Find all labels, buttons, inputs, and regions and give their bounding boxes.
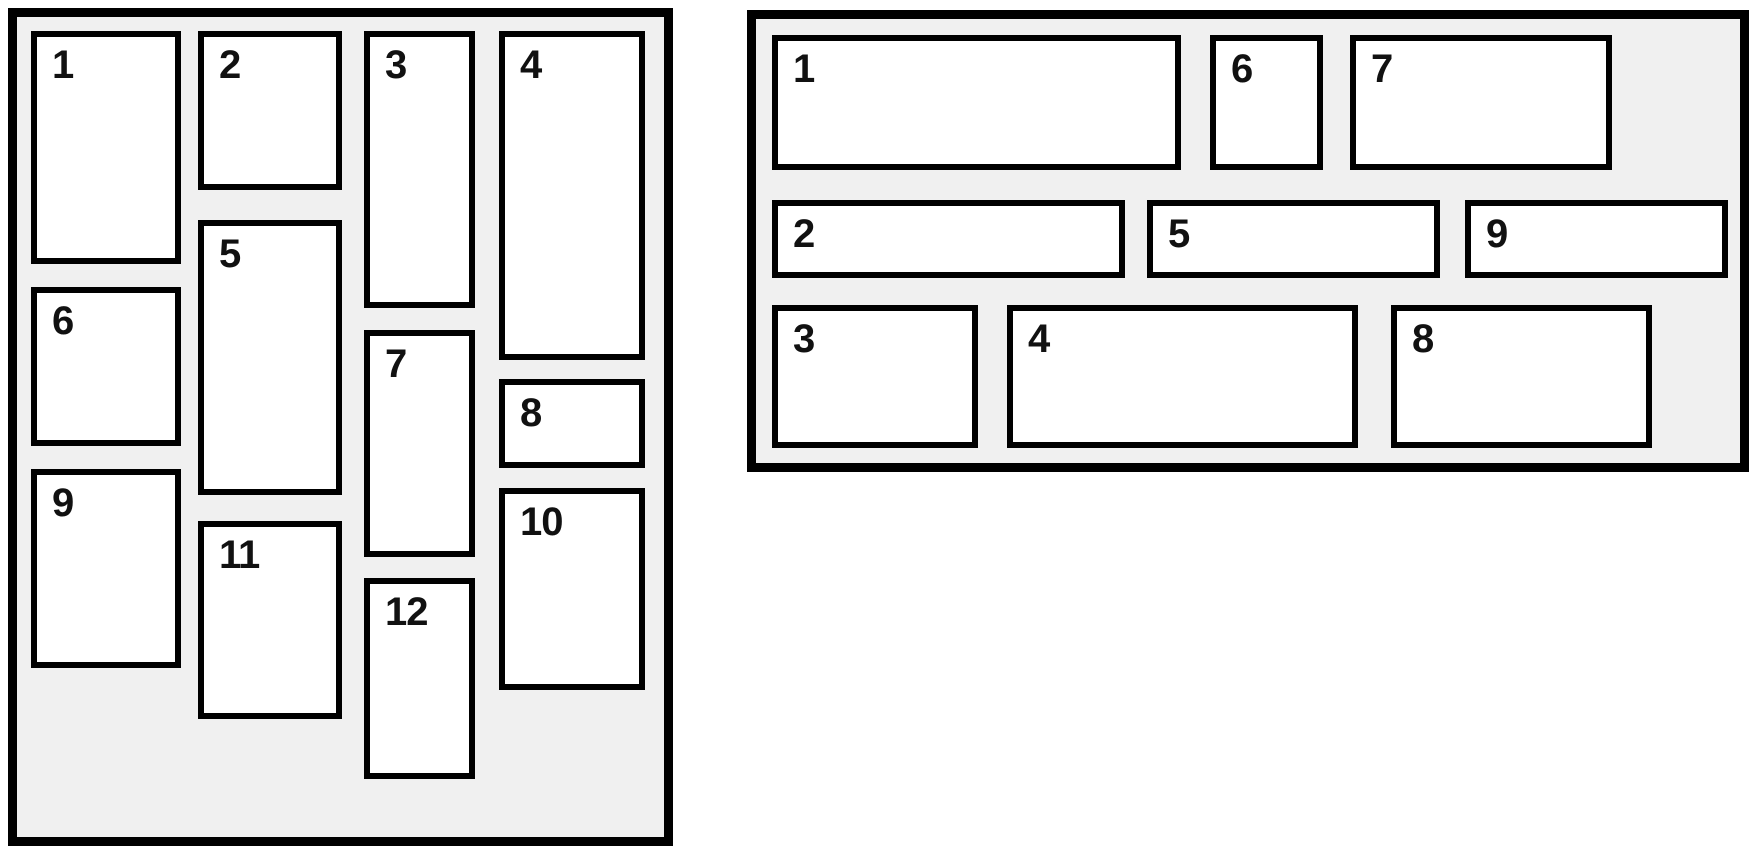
- item-number: 7: [385, 342, 407, 386]
- rows-panel: 1 6 7 2 5 9 3 4 8: [747, 10, 1749, 472]
- item-number: 9: [52, 481, 74, 525]
- item-number: 1: [793, 47, 815, 91]
- item-number: 2: [793, 212, 815, 256]
- rows-item: 3: [772, 305, 978, 448]
- rows-item: 8: [1391, 305, 1652, 448]
- masonry-item: 9: [31, 469, 181, 668]
- item-number: 7: [1371, 47, 1393, 91]
- masonry-item: 5: [198, 220, 342, 495]
- masonry-item: 4: [499, 31, 645, 360]
- item-number: 11: [219, 533, 260, 577]
- item-number: 3: [793, 317, 815, 361]
- item-number: 12: [385, 590, 428, 634]
- rows-item: 1: [772, 35, 1181, 170]
- item-number: 9: [1486, 212, 1508, 256]
- item-number: 5: [1168, 212, 1190, 256]
- item-number: 5: [219, 232, 241, 276]
- masonry-item: 11: [198, 521, 342, 719]
- item-number: 6: [52, 299, 74, 343]
- masonry-item: 3: [364, 31, 475, 308]
- rows-item: 6: [1210, 35, 1323, 170]
- masonry-item: 10: [499, 488, 645, 690]
- masonry-item: 6: [31, 287, 181, 446]
- item-number: 6: [1231, 47, 1253, 91]
- item-number: 3: [385, 43, 407, 87]
- rows-item: 9: [1465, 200, 1728, 278]
- item-number: 4: [520, 43, 542, 87]
- masonry-item: 12: [364, 578, 475, 779]
- item-number: 4: [1028, 317, 1050, 361]
- item-number: 10: [520, 500, 563, 544]
- rows-item: 2: [772, 200, 1125, 278]
- masonry-item: 7: [364, 330, 475, 557]
- rows-item: 5: [1147, 200, 1440, 278]
- item-number: 2: [219, 43, 241, 87]
- item-number: 1: [52, 43, 74, 87]
- masonry-item: 1: [31, 31, 181, 264]
- item-number: 8: [520, 391, 542, 435]
- masonry-item: 8: [499, 379, 645, 468]
- rows-item: 4: [1007, 305, 1358, 448]
- masonry-item: 2: [198, 31, 342, 190]
- rows-item: 7: [1350, 35, 1612, 170]
- item-number: 8: [1412, 317, 1434, 361]
